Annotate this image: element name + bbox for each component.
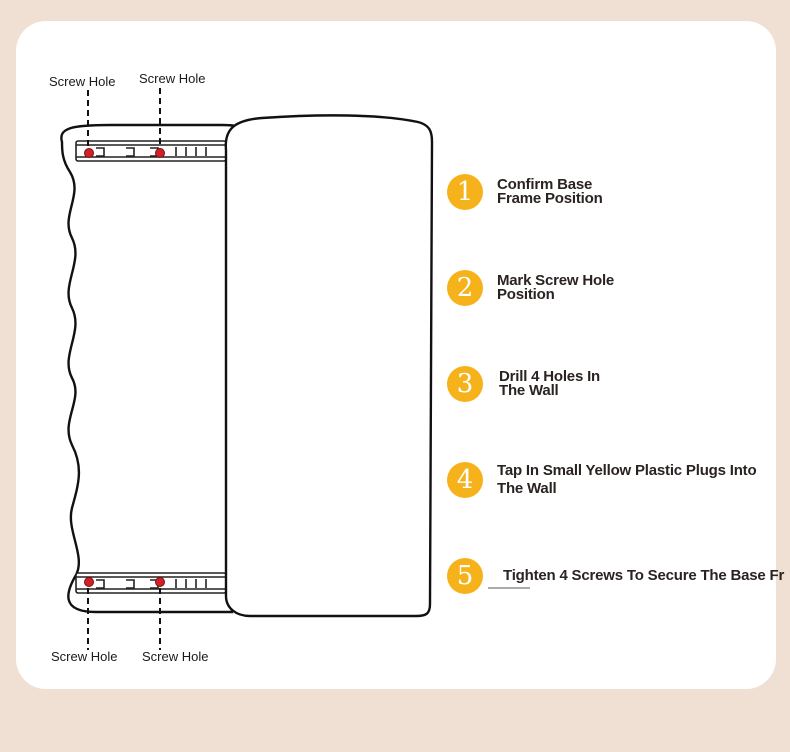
step-text: Drill 4 Holes In The Wall xyxy=(499,368,600,399)
step-text: Mark Screw Hole Position xyxy=(497,272,615,303)
step-2: 2 Mark Screw Hole Position xyxy=(447,270,637,306)
step-number-badge: 2 xyxy=(447,270,483,306)
step-3: 3 Drill 4 Holes In The Wall xyxy=(447,366,619,402)
step-text: Tap In Small Yellow Plastic Plugs Into T… xyxy=(497,462,757,497)
screw-hole-label-bottom-left: Screw Hole xyxy=(51,649,118,664)
top-rail xyxy=(75,140,227,162)
screw-hole-label-top-left: Screw Hole xyxy=(49,74,116,89)
screw-icon xyxy=(84,148,94,158)
step-5: 5 Tighten 4 Screws To Secure The Base Fr xyxy=(447,558,790,594)
screw-icon xyxy=(84,577,94,587)
step-number-badge: 5 xyxy=(447,558,483,594)
step-number-badge: 4 xyxy=(447,462,483,498)
guide-lines xyxy=(87,88,161,650)
front-panel xyxy=(224,114,434,618)
wavy-panel xyxy=(60,123,247,614)
step-1: 1 Confirm Base Frame Position xyxy=(447,174,627,210)
step-text: Confirm Base Frame Position xyxy=(497,176,603,207)
step-number-badge: 3 xyxy=(447,366,483,402)
bottom-rail xyxy=(75,572,227,594)
screw-icon xyxy=(155,577,165,587)
step-text: Tighten 4 Screws To Secure The Base Fr xyxy=(503,567,785,584)
screw-hole-label-top-right: Screw Hole xyxy=(139,71,206,86)
screw-hole-label-bottom-right: Screw Hole xyxy=(142,649,209,664)
step-4: 4 Tap In Small Yellow Plastic Plugs Into… xyxy=(447,462,777,498)
step-number-badge: 1 xyxy=(447,174,483,210)
screw-icon xyxy=(155,148,165,158)
